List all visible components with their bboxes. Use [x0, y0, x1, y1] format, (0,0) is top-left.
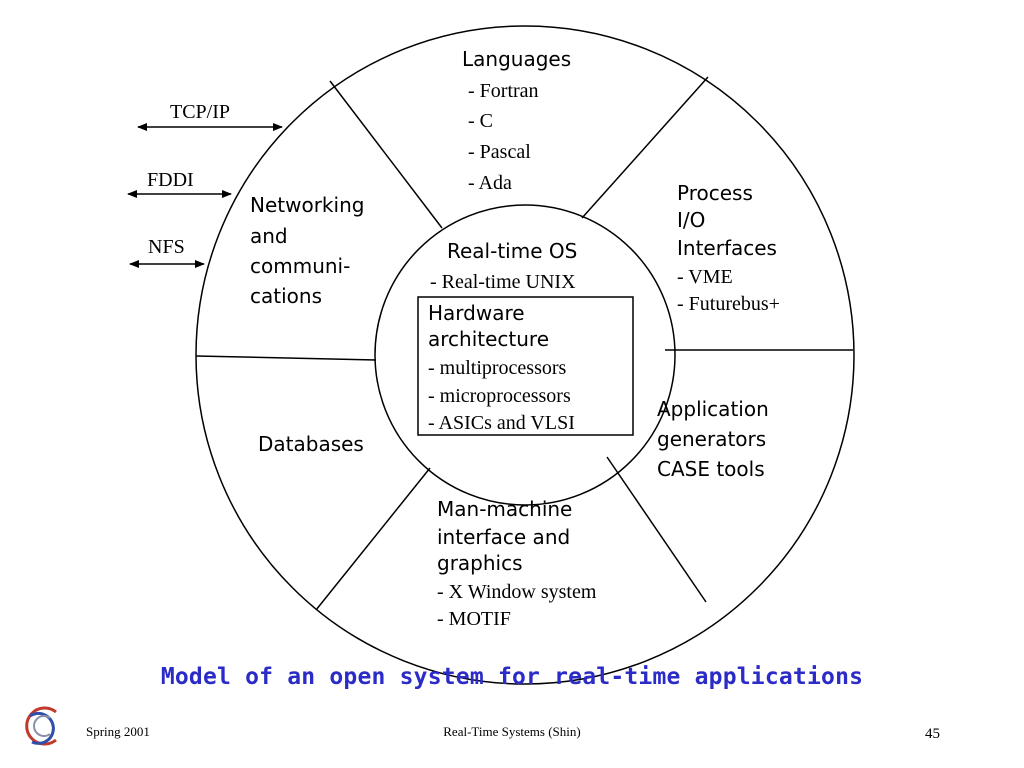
languages-item: - Pascal [468, 141, 531, 163]
protocol-tcpip: TCP/IP [170, 101, 230, 123]
protocol-nfs: NFS [148, 236, 185, 258]
languages-item: - Fortran [468, 80, 539, 102]
inner-circle [374, 204, 676, 506]
page-number: 45 [925, 726, 940, 742]
application-line: generators [657, 427, 766, 451]
process-io-line: Process [677, 181, 753, 205]
databases-title: Databases [258, 432, 364, 456]
application-line: Application [657, 397, 769, 421]
process-io-line: I/O [677, 208, 705, 232]
os-item: - Real-time UNIX [430, 271, 576, 293]
hardware-item: - microprocessors [428, 385, 571, 407]
hardware-line: architecture [428, 327, 549, 351]
footer-date: Spring 2001 [86, 724, 150, 739]
process-io-item: - VME [677, 266, 733, 288]
logo-blue-arc [29, 711, 55, 745]
slide-caption: Model of an open system for real-time ap… [160, 664, 864, 690]
os-title: Real-time OS [447, 239, 577, 263]
divider-application-manmachine [606, 456, 707, 603]
divider-databases-networking [195, 355, 377, 361]
process-io-item: - Futurebus+ [677, 293, 780, 315]
networking-line: Networking [250, 193, 364, 217]
languages-item: - C [468, 110, 493, 132]
man-machine-item: - MOTIF [437, 608, 511, 630]
logo-inner-arc [33, 715, 51, 737]
languages-item: - Ada [468, 172, 512, 194]
man-machine-line: interface and [437, 525, 570, 549]
protocol-fddi: FDDI [147, 169, 194, 191]
divider-manmachine-databases [315, 467, 431, 611]
man-machine-line: Man-machine [437, 497, 572, 521]
divider-languages-networking [329, 80, 443, 229]
networking-line: cations [250, 284, 322, 308]
hardware-item: - multiprocessors [428, 357, 567, 379]
divider-languages-process [581, 76, 709, 219]
application-line: CASE tools [657, 457, 765, 481]
hardware-line: Hardware [428, 301, 525, 325]
process-io-line: Interfaces [677, 236, 777, 260]
outer-circle [195, 25, 855, 685]
languages-title: Languages [462, 47, 571, 71]
university-logo-icon [25, 706, 57, 746]
logo-red-arc [25, 706, 57, 746]
man-machine-item: - X Window system [437, 581, 597, 603]
networking-line: communi- [250, 254, 350, 278]
hardware-box [417, 296, 634, 436]
networking-line: and [250, 224, 288, 248]
man-machine-line: graphics [437, 551, 523, 575]
footer-course-title: Real-Time Systems (Shin) [443, 724, 581, 739]
hardware-item: - ASICs and VLSI [428, 412, 575, 434]
